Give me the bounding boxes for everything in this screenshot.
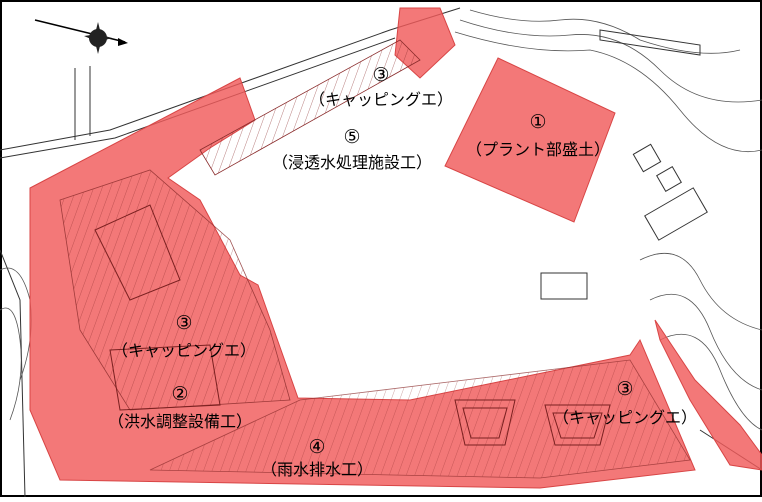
leachate-label: （浸透水処理施設工） xyxy=(271,153,433,172)
rainwater-label: （雨水排水工） xyxy=(260,460,374,479)
capping-top-number: ③ xyxy=(372,64,390,86)
capping-top-label: （キャッピングエ） xyxy=(308,90,454,109)
flood-label: （洪水調整設備工） xyxy=(107,412,253,431)
capping-right-number: ③ xyxy=(616,378,634,400)
capping-left-label: （キャッピングエ） xyxy=(111,341,257,360)
capping-right-label: （キャッピングエ） xyxy=(552,408,698,427)
settling-ponds xyxy=(94,204,611,446)
capping-left-number: ③ xyxy=(175,312,193,334)
plant-label: （プラント部盛土） xyxy=(465,140,611,159)
rainwater-number: ④ xyxy=(308,436,326,458)
leachate-number: ⑤ xyxy=(343,126,361,148)
site-structures xyxy=(540,29,708,300)
north-arrow-icon xyxy=(34,19,128,54)
plant-number: ① xyxy=(529,111,547,133)
flood-number: ② xyxy=(171,383,189,405)
